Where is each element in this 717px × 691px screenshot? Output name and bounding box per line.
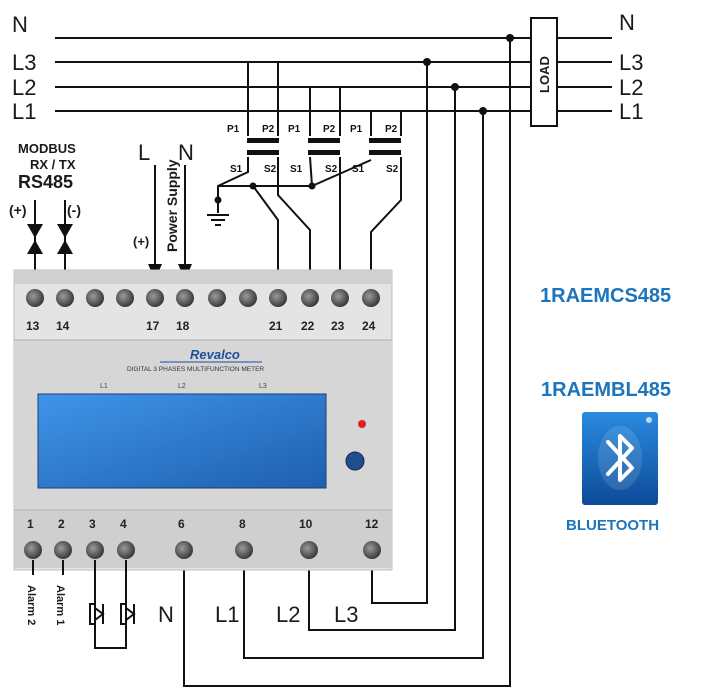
terminal-10: [300, 541, 318, 559]
ct1-p2: P2: [262, 124, 275, 135]
terminal-24: [362, 289, 380, 307]
ct2-p2: P2: [323, 124, 336, 135]
product-cs485: 1RAEMCS485: [540, 285, 671, 307]
supply-lines: [55, 37, 612, 112]
right-label-l3: L3: [619, 50, 643, 75]
bluetooth-label: BLUETOOTH: [566, 517, 659, 534]
ct2-s1: S1: [290, 164, 303, 175]
product-bl485: 1RAEMBL485: [541, 379, 671, 401]
modbus-label: MODBUS: [18, 141, 76, 156]
meter-subtitle: DIGITAL 3 PHASES MULTIFUNCTION METER: [127, 366, 264, 373]
terminal-3: [86, 541, 104, 559]
load-label: LOAD: [537, 56, 552, 93]
power-supply-label: Power Supply: [164, 159, 180, 252]
terminal-label-8: 8: [239, 517, 246, 531]
ct1-p1: P1: [227, 124, 240, 135]
terminal-23: [331, 289, 349, 307]
terminal-label-3: 3: [89, 517, 96, 531]
left-label-n: N: [12, 12, 28, 37]
modbus-minus: (-): [67, 202, 81, 218]
junction-dots: [423, 34, 514, 115]
alarm-wiring: [32, 560, 136, 649]
meter-display: [37, 393, 327, 489]
ct2-s2: S2: [325, 164, 338, 175]
left-label-l2: L2: [12, 75, 36, 100]
terminal-12: [363, 541, 381, 559]
terminal-label-10: 10: [299, 517, 313, 531]
terminal-6: [175, 541, 193, 559]
load-box: [530, 17, 558, 127]
ct2-p1: P1: [288, 124, 301, 135]
ct3-s2: S2: [386, 164, 399, 175]
terminal-label-21: 21: [269, 319, 283, 333]
primary-conductors: [247, 62, 402, 136]
alarm-1-label: Alarm 1: [54, 585, 66, 625]
terminal-1: [24, 541, 42, 559]
bottom-label-l3: L3: [334, 602, 358, 627]
right-label-n: N: [619, 10, 635, 35]
terminal-label-23: 23: [331, 319, 345, 333]
modbus-rxtx: RX / TX: [30, 157, 76, 172]
terminal-label-13: 13: [26, 319, 40, 333]
terminal-2: [54, 541, 72, 559]
top-terminal-row: [26, 289, 380, 307]
status-led: [358, 420, 366, 428]
terminal-label-12: 12: [365, 517, 379, 531]
terminal-label-6: 6: [178, 517, 185, 531]
bottom-label-n: N: [158, 602, 174, 627]
ct2-core-bottom: [308, 150, 340, 155]
ct1-core-top: [247, 138, 279, 143]
terminal-label-18: 18: [176, 319, 190, 333]
left-label-l1: L1: [12, 99, 36, 124]
modbus-rs485: RS485: [18, 172, 73, 192]
terminal-8: [235, 541, 253, 559]
ct3-p2: P2: [385, 124, 398, 135]
terminal-label-22: 22: [301, 319, 315, 333]
terminal-14: [56, 289, 74, 307]
right-label-l2: L2: [619, 75, 643, 100]
bottom-terminal-row: [24, 541, 381, 559]
modbus-plus: (+): [9, 202, 27, 218]
terminal-17: [146, 289, 164, 307]
ct3-core-bottom: [369, 150, 401, 155]
bluetooth-icon: [582, 412, 658, 505]
terminal-21: [269, 289, 287, 307]
meter-button[interactable]: [345, 451, 365, 471]
modbus-arrows: [27, 200, 73, 283]
ct3-core-top: [369, 138, 401, 143]
ct1-core-bottom: [247, 150, 279, 155]
terminal-13: [26, 289, 44, 307]
display-label-l2: L2: [178, 383, 186, 390]
ct3-p1: P1: [350, 124, 363, 135]
ct2-core-top: [308, 138, 340, 143]
ct1-s1: S1: [230, 164, 243, 175]
voltage-taps: [183, 38, 511, 687]
terminal-label-14: 14: [56, 319, 70, 333]
terminal-4: [117, 541, 135, 559]
power-l: L: [138, 140, 150, 165]
display-label-l1: L1: [100, 383, 108, 390]
terminal-label-17: 17: [146, 319, 160, 333]
power-n: N: [178, 140, 194, 165]
terminal-22: [301, 289, 319, 307]
terminal-label-1: 1: [27, 517, 34, 531]
ct1-s2: S2: [264, 164, 277, 175]
current-transformers: [247, 138, 401, 155]
terminal-label-24: 24: [362, 319, 376, 333]
terminal-label-2: 2: [58, 517, 65, 531]
terminal-18: [176, 289, 194, 307]
alarm-2-label: Alarm 2: [25, 585, 37, 625]
ct-secondary-wiring: [207, 156, 402, 283]
right-label-l1: L1: [619, 99, 643, 124]
bottom-label-l1: L1: [215, 602, 239, 627]
power-plus: (+): [133, 234, 149, 249]
left-label-l3: L3: [12, 50, 36, 75]
bottom-label-l2: L2: [276, 602, 300, 627]
meter-brand: Revalco: [190, 347, 240, 362]
display-label-l3: L3: [259, 383, 267, 390]
ct3-s1: S1: [352, 164, 365, 175]
terminal-label-4: 4: [120, 517, 127, 531]
